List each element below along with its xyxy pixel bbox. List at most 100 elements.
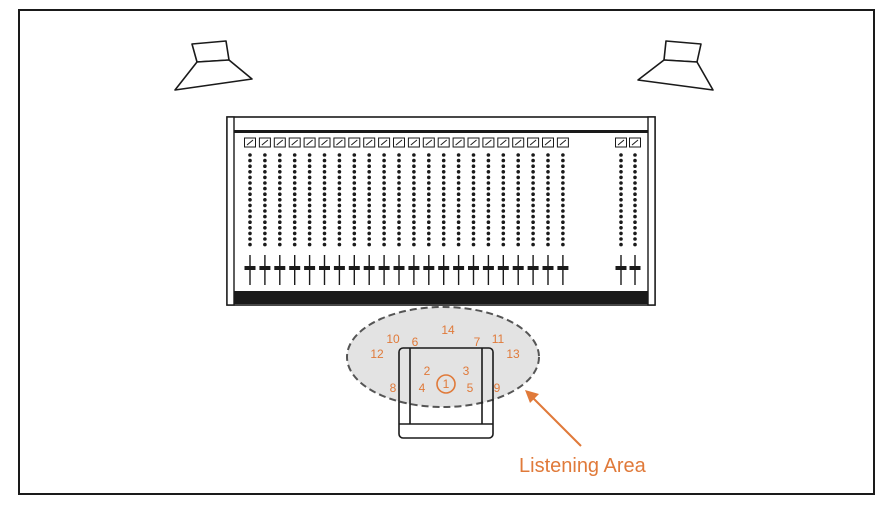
channel-knob	[633, 175, 637, 180]
channel-knob	[619, 242, 623, 247]
channel-strip	[393, 137, 405, 285]
channel-knob	[486, 158, 491, 163]
channel-knob	[471, 192, 476, 196]
channel-knob	[531, 164, 535, 168]
channel-knob	[633, 220, 637, 224]
channel-knob	[531, 158, 535, 163]
channel-knob	[263, 237, 267, 241]
channel-knob	[471, 203, 476, 208]
channel-knob	[278, 186, 282, 191]
channel-knob	[456, 198, 461, 202]
channel-knob	[367, 237, 372, 241]
channel-knob	[248, 214, 252, 219]
channel-knob	[322, 186, 327, 191]
channel-knob	[456, 192, 461, 196]
console-armrest	[234, 291, 648, 304]
chair-icon	[398, 347, 494, 439]
channel-knob	[486, 175, 491, 180]
channel-label-mark	[261, 139, 269, 146]
channel-knob	[531, 153, 535, 157]
position-label-2: 2	[424, 364, 431, 378]
channel-knob	[471, 158, 476, 163]
channel-knob	[382, 198, 386, 202]
channel-strip	[615, 137, 627, 285]
channel-knob	[471, 170, 476, 174]
channel-knob	[337, 220, 342, 224]
channel-knob	[307, 158, 312, 163]
channel-knob	[546, 226, 550, 230]
channel-knob	[307, 186, 312, 191]
channel-knob	[441, 237, 446, 241]
position-label-11: 11	[492, 332, 505, 346]
channel-knob	[382, 175, 386, 180]
channel-knob	[307, 231, 312, 236]
channel-knob	[501, 226, 506, 230]
channel-knob	[486, 220, 491, 224]
channel-knob	[531, 181, 535, 185]
position-label-7: 7	[474, 335, 481, 349]
fader-cap	[378, 266, 390, 270]
channel-knob	[441, 170, 446, 174]
channel-knob	[292, 175, 297, 180]
channel-knob	[456, 164, 461, 168]
channel-knob	[633, 214, 637, 219]
fader-cap	[289, 266, 301, 270]
channel-knob	[633, 153, 637, 157]
listening-area-ellipse	[346, 306, 540, 408]
channel-label-mark	[440, 139, 448, 146]
channel-knob	[352, 209, 357, 213]
channel-knob	[337, 209, 342, 213]
channel-knob	[633, 237, 637, 241]
channel-knob	[322, 170, 327, 174]
channel-knob	[471, 186, 476, 191]
channel-knob	[441, 242, 446, 247]
channel-label-mark	[617, 139, 625, 146]
fader-cap	[333, 266, 345, 270]
channel-knob	[471, 164, 476, 168]
channel-knob	[456, 153, 461, 157]
channel-knob	[352, 214, 357, 219]
channel-knob	[263, 214, 267, 219]
channel-knob	[516, 209, 520, 213]
channel-knob	[501, 220, 506, 224]
channel-knob	[516, 214, 520, 219]
channel-knob	[427, 214, 431, 219]
channel-strip	[497, 137, 510, 285]
channel-knob	[456, 209, 461, 213]
channel-knob	[248, 170, 252, 174]
channel-knob	[412, 214, 416, 219]
channel-knob	[471, 209, 476, 213]
position-label-14: 14	[441, 323, 455, 337]
channel-knob	[619, 226, 623, 230]
fader-cap	[629, 266, 641, 270]
fader-cap	[393, 266, 405, 270]
channel-knob	[322, 175, 327, 180]
channel-knob	[367, 175, 372, 180]
channel-knob	[382, 186, 386, 191]
channel-strip	[378, 137, 391, 285]
channel-knob	[633, 192, 637, 196]
channel-knob	[561, 209, 565, 213]
channel-knob	[546, 158, 550, 163]
channel-knob	[456, 237, 461, 241]
channel-knob	[441, 181, 446, 185]
channel-knob	[412, 158, 416, 163]
channel-knob	[278, 164, 282, 168]
channel-knob	[352, 175, 357, 180]
channel-knob	[546, 242, 550, 247]
channel-label-mark	[410, 139, 418, 146]
channel-knob	[367, 209, 372, 213]
channel-knob	[471, 181, 476, 185]
channel-knob	[307, 192, 312, 196]
channel-knob	[292, 242, 297, 247]
channel-knob	[367, 242, 372, 247]
channel-knob	[471, 220, 476, 224]
channel-strip	[482, 137, 495, 285]
channel-knob	[619, 209, 623, 213]
channel-knob	[352, 226, 357, 230]
channel-knob	[561, 186, 565, 191]
channel-knob	[397, 164, 401, 168]
position-label-9: 9	[494, 381, 501, 395]
channel-knob	[486, 186, 491, 191]
channel-knob	[322, 181, 327, 185]
